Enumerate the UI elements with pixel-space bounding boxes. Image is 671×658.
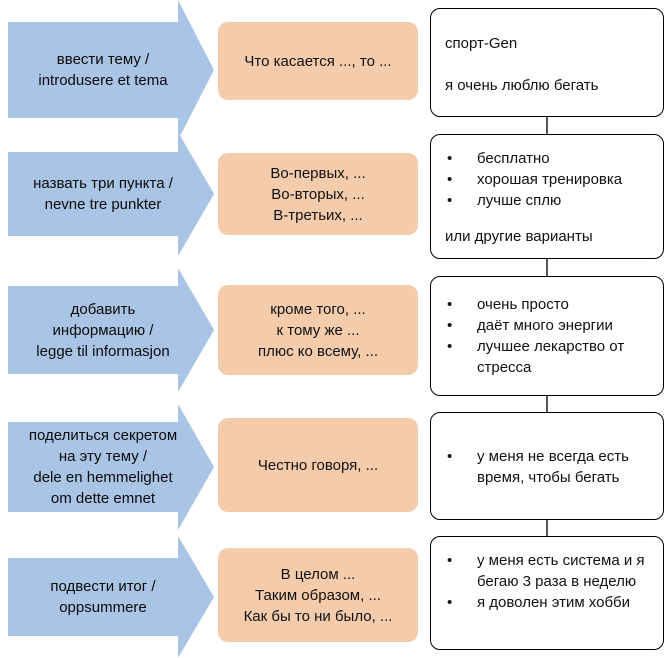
arrow-step: назвать три пункта / nevne tre punkter [8,132,214,256]
arrow-label-line: dele en hemmelighet [33,469,173,486]
bullet-icon: • [447,171,453,188]
arrow-label-line: legge til informasjon [36,342,170,360]
arrow-label-line: назвать три пункта / [33,175,173,192]
bullet-icon: • [447,150,453,167]
box-title: спорт-Gen [445,35,518,52]
arrow-step: ввести тему / introdusere et tema [8,0,214,140]
arrow-label-line: добавить [70,300,136,318]
arrow-label-line: подвести итог / [50,578,156,595]
bullet-item: •даёт много энергии [447,317,613,334]
bullet-item: •бесплатно [447,150,550,167]
arrow-label-line: поделиться секретом [28,427,178,444]
bullet-item: •лучшее лекарство от стресса [447,338,625,376]
phrase-box: В целом ... Таким образом, ... Как бы то… [218,548,418,642]
arrow-label-line: oppsummere [59,599,147,616]
bullet-item: •у меня не всегда есть время, чтобы бега… [447,448,629,486]
example-box: спорт-Gen я очень люблю бегать [430,8,664,117]
phrase-box: Честно говоря, ... [218,418,418,512]
bullet-list: •у меня есть система и я бегаю 3 раза в … [431,550,649,613]
connector-line [546,259,548,276]
example-box: •у меня не всегда есть время, чтобы бега… [430,412,664,520]
connector-line [546,520,548,536]
phrase-line: Как бы то ни было, ... [243,607,393,625]
example-box: •у меня есть система и я бегаю 3 раза в … [430,536,664,650]
bullet-icon: • [447,296,453,313]
phrase-line: Во-вторых, ... [271,185,365,203]
arrow-label-line: om dette emnet [50,490,156,507]
example-box: •очень просто •даёт много энергии •лучше… [430,276,664,396]
bullet-icon: • [447,448,453,465]
box-note: или другие варианты [445,228,593,245]
bullet-icon: • [447,552,453,569]
bullet-item: •хорошая тренировка [447,171,623,188]
phrase-line: В-третьих, ... [273,206,363,224]
phrase-line: Честно говоря, ... [257,456,379,474]
phrase-line: к тому же ... [276,321,360,339]
phrase-line: В целом ... [280,565,356,583]
bullet-icon: • [447,594,453,611]
phrase-line: Во-первых, ... [270,164,366,182]
phrase-line: кроме того, ... [270,300,366,318]
bullet-list: •у меня не всегда есть время, чтобы бега… [431,446,649,488]
bullet-item: •лучше сплю [447,192,562,209]
phrase-line: плюс ко всему, ... [258,342,378,360]
arrow-label-line: nevne tre punkter [44,196,162,213]
arrow-label-line: на эту тему / [58,448,148,465]
phrase-line: Что касается ..., то ... [244,52,392,70]
bullet-icon: • [447,317,453,334]
box-note: я очень люблю бегать [445,77,599,94]
arrow-step: поделиться секретом на эту тему / dele e… [8,404,214,530]
bullet-list: •бесплатно •хорошая тренировка •лучше сп… [431,148,653,211]
arrow-label-line: информацию / [52,321,154,339]
connector-line [546,117,548,134]
phrase-line: Таким образом, ... [255,586,381,604]
arrow-label-line: ввести тему / [56,51,150,68]
connector-line [546,396,548,412]
arrow-step: добавить информацию / legge til informas… [8,268,214,392]
arrow-step: подвести итог / oppsummere [8,536,214,658]
bullet-icon: • [447,338,453,355]
bullet-list: •очень просто •даёт много энергии •лучше… [431,294,653,378]
phrase-box: Во-первых, ... Во-вторых, ... В-третьих,… [218,153,418,235]
example-box: •бесплатно •хорошая тренировка •лучше сп… [430,134,664,259]
bullet-item: •я доволен этим хобби [447,594,631,611]
arrow-label-line: introdusere et tema [38,72,168,89]
phrase-box: кроме того, ... к тому же ... плюс ко вс… [218,285,418,375]
bullet-item: •очень просто [447,296,569,313]
bullet-item: •у меня есть система и я бегаю 3 раза в … [447,552,645,590]
bullet-icon: • [447,192,453,209]
phrase-box: Что касается ..., то ... [218,22,418,100]
